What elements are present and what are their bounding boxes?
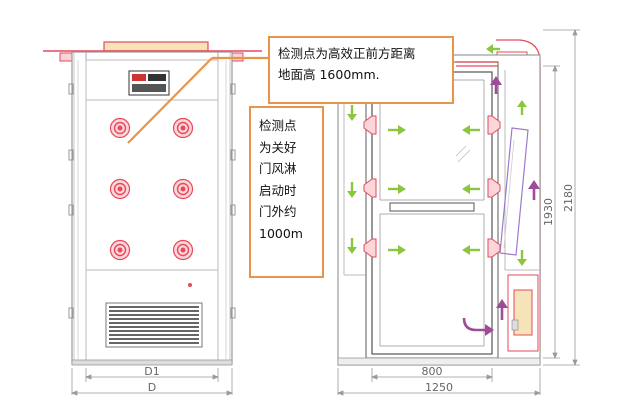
door-handle <box>389 202 475 212</box>
side-nozzles <box>363 115 501 258</box>
callout-side-line-2: 为关好 <box>259 139 297 155</box>
front-nozzles <box>109 117 194 261</box>
callout-top-line-1: 检测点为高效正前方距离 <box>278 46 416 61</box>
dim-front-inner-width: D1 <box>144 365 159 378</box>
dim-total-height: 2180 <box>562 184 575 212</box>
front-view: D1 D <box>43 41 262 396</box>
callout-side-line-3: 门风淋 <box>259 161 297 176</box>
return-arrows <box>462 76 540 336</box>
callout-measurement-point-side: 检测点 为关好 门风淋 启动时 门外约 1000m <box>249 106 324 278</box>
hepa-filter-strip <box>103 41 209 52</box>
left-lifting-lug <box>59 52 73 62</box>
side-view: 800 1250 1930 2180 <box>336 28 580 396</box>
callout-side-line-1: 检测点 <box>259 118 297 133</box>
dim-side-total-width: 1250 <box>425 381 453 394</box>
dim-inner-height: 1930 <box>542 198 555 226</box>
callout-side-line-5: 门外约 <box>259 204 297 219</box>
callout-side-line-6: 1000m <box>259 225 303 241</box>
filter-panel <box>499 127 529 256</box>
fan-box <box>507 274 539 352</box>
airflow-arrows <box>347 44 527 266</box>
callout-pointer-line <box>127 57 213 144</box>
return-air-grille <box>105 302 203 348</box>
dim-front-outer-width: D <box>148 381 156 394</box>
callout-top-line-2: 地面高 1600mm. <box>278 67 380 82</box>
callout-side-line-4: 启动时 <box>259 182 297 198</box>
callout-measurement-point-top: 检测点为高效正前方距离 地面高 1600mm. <box>268 36 454 104</box>
dim-door-width: 800 <box>422 365 443 378</box>
